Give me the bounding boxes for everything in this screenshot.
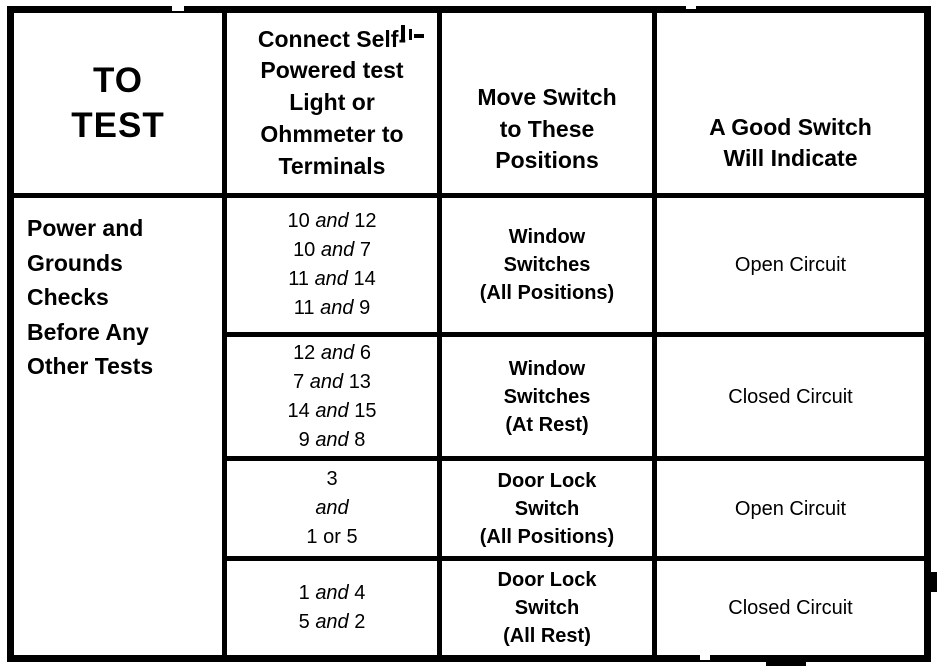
terminal-conjunction: and <box>315 611 349 633</box>
terminal-b: 8 <box>354 428 366 451</box>
scan-artifact <box>700 655 710 660</box>
scan-artifact <box>401 25 405 41</box>
terminal-b: 13 <box>348 370 371 393</box>
terminal-a: 12 <box>293 341 316 364</box>
terminal-conjunction: and <box>320 341 355 364</box>
terminal-b: 7 <box>359 239 371 261</box>
terminal-b: 12 <box>354 210 377 232</box>
scan-artifact <box>686 4 696 9</box>
scan-artifact <box>414 34 424 38</box>
terminal-conjunction: and <box>315 582 349 604</box>
scan-artifact <box>928 572 937 592</box>
scan-artifact <box>172 5 184 11</box>
terminal-line: 1 or 5 <box>306 523 357 552</box>
terminal-line: 12 and 6 <box>293 339 371 368</box>
terminal-a: 11 <box>288 268 309 290</box>
scan-artifact <box>766 658 806 666</box>
terminal-b: 14 <box>353 268 376 290</box>
switch-position-cell-row2: Window Switches (At Rest) <box>442 337 657 461</box>
scan-artifact <box>409 29 412 40</box>
terminal-conjunction: and <box>314 268 348 290</box>
terminal-line: 1 and 4 <box>299 579 366 608</box>
terminal-a: 5 <box>298 611 310 633</box>
terminal-conjunction: and <box>315 210 349 232</box>
test-group-cell: Power and Grounds Checks Before Any Othe… <box>14 198 227 655</box>
terminal-line: 10 and 7 <box>293 236 371 265</box>
terminal-b: 4 <box>354 582 366 604</box>
terminals-cell-row3: 3 and 1 or 5 <box>227 461 442 561</box>
terminal-a: 1 or 5 <box>306 526 358 548</box>
terminal-line: 5 and 2 <box>299 608 366 637</box>
terminal-line: 7 and 13 <box>293 368 371 397</box>
terminal-conjunction: and <box>315 428 349 451</box>
terminals-cell-row2: 12 and 6 7 and 13 14 and 15 9 and 8 <box>227 337 442 461</box>
terminal-line: 10 and 12 <box>288 207 377 236</box>
switch-position-cell-row3: Door Lock Switch (All Positions) <box>442 461 657 561</box>
terminal-line: 11 and 9 <box>294 294 370 323</box>
terminal-b: 15 <box>354 399 377 422</box>
terminal-conjunction: and <box>315 399 349 422</box>
terminal-conjunction: and <box>320 297 354 319</box>
terminal-b: 6 <box>359 341 371 364</box>
result-cell-row2: Closed Circuit <box>657 337 924 461</box>
header-good-switch-indicate: A Good Switch Will Indicate <box>657 13 924 198</box>
terminal-conjunction: and <box>315 497 349 519</box>
switch-test-table: TO TEST Connect Self- Powered test Light… <box>7 6 931 662</box>
terminals-cell-row4: 1 and 4 5 and 2 <box>227 561 442 655</box>
terminal-a: 11 <box>293 297 315 319</box>
terminal-b: 9 <box>359 297 371 319</box>
terminal-a: 7 <box>293 370 305 393</box>
result-cell-row1: Open Circuit <box>657 198 924 337</box>
terminal-line: and <box>315 494 348 523</box>
terminal-line: 11 and 14 <box>288 265 376 294</box>
terminal-a: 10 <box>287 210 310 232</box>
terminal-line: 14 and 15 <box>288 397 377 426</box>
terminal-a: 9 <box>298 428 310 451</box>
terminals-cell-row1: 10 and 12 10 and 7 11 and 14 11 and 9 <box>227 198 442 337</box>
terminal-b: 2 <box>354 611 366 633</box>
terminal-a: 14 <box>287 399 310 422</box>
header-move-switch-positions: Move Switch to These Positions <box>442 13 657 198</box>
switch-position-cell-row1: Window Switches (All Positions) <box>442 198 657 337</box>
terminal-a: 3 <box>326 468 338 490</box>
terminal-conjunction: and <box>309 370 344 393</box>
terminal-line: 3 <box>326 465 337 494</box>
result-cell-row3: Open Circuit <box>657 461 924 561</box>
terminal-line: 9 and 8 <box>299 426 366 455</box>
terminal-a: 1 <box>298 582 310 604</box>
header-to-test: TO TEST <box>14 13 227 198</box>
result-cell-row4: Closed Circuit <box>728 597 853 619</box>
switch-position-cell-row4: Door Lock Switch (All Rest) <box>442 561 657 655</box>
terminal-conjunction: and <box>320 239 355 261</box>
terminal-a: 10 <box>293 239 316 261</box>
header-connect-terminals: Connect Self- Powered test Light or Ohmm… <box>227 13 442 198</box>
